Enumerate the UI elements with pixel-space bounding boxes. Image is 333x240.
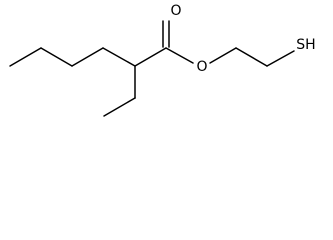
bond-c5-carbonyl bbox=[134, 47, 167, 67]
bond-c3-c4 bbox=[71, 47, 104, 67]
bond-ch2-ch2 bbox=[235, 47, 268, 67]
bond-ethyl-methyl bbox=[103, 97, 136, 117]
carbonyl-oxygen-label: O bbox=[170, 3, 181, 19]
bond-c1-c2 bbox=[9, 47, 42, 67]
thiol-label: SH bbox=[296, 37, 315, 53]
bond-ester-o-ch2 bbox=[209, 47, 237, 64]
bond-c4-c5 bbox=[102, 47, 136, 67]
ester-oxygen-label: O bbox=[196, 59, 207, 75]
bond-carbonyl-ester-o bbox=[165, 47, 194, 64]
chemical-structure-diagram: O O SH bbox=[9, 3, 316, 117]
bond-ch2-s bbox=[266, 50, 295, 67]
bond-c2-c3 bbox=[40, 47, 73, 67]
